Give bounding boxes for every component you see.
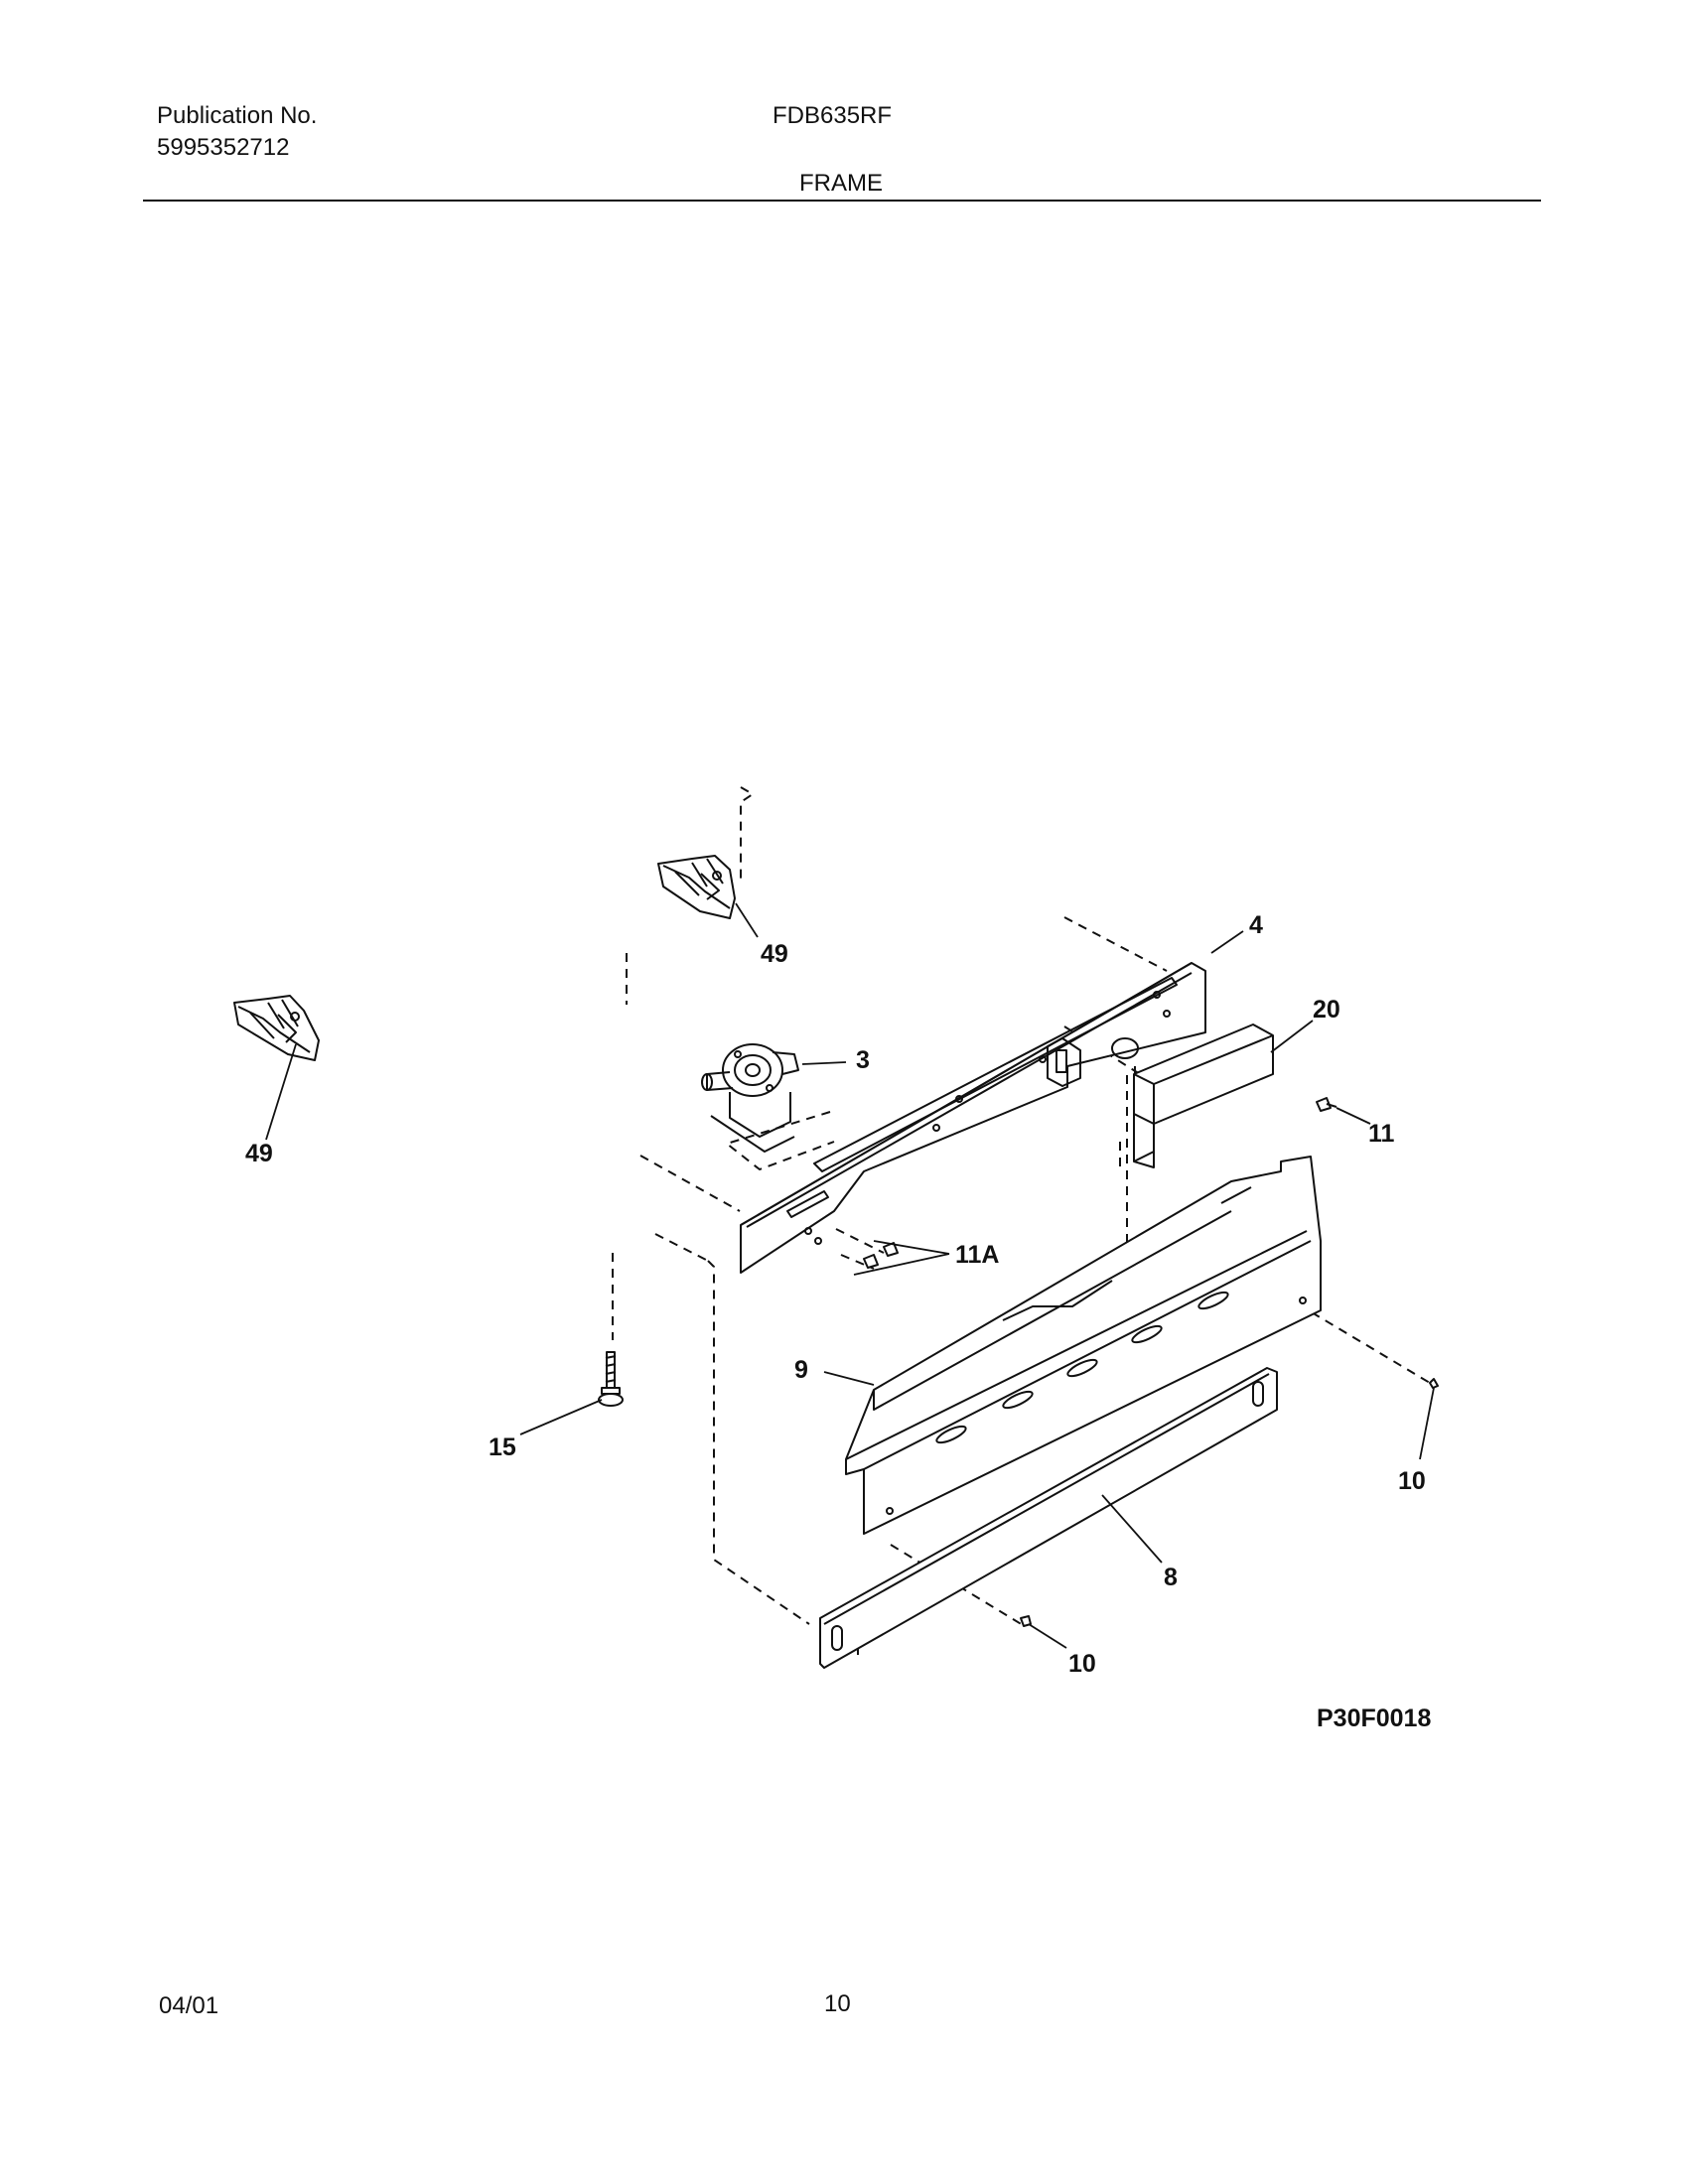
callout-leader-lines bbox=[265, 902, 1435, 1649]
screws bbox=[863, 1097, 1439, 1627]
part-15-leveling-leg-icon bbox=[598, 1351, 624, 1407]
callout-20: 20 bbox=[1313, 996, 1340, 1024]
callout-11a: 11A bbox=[955, 1241, 999, 1269]
callout-8: 8 bbox=[1164, 1564, 1178, 1591]
model-number: FDB635RF bbox=[773, 102, 893, 129]
callout-10-bottom: 10 bbox=[1068, 1650, 1096, 1678]
callout-10-right: 10 bbox=[1398, 1467, 1426, 1495]
callout-9: 9 bbox=[794, 1356, 808, 1384]
publication-number: 5995352712 bbox=[157, 134, 290, 161]
part-4-front-brace bbox=[740, 962, 1206, 1274]
part-9-panel bbox=[845, 1156, 1322, 1535]
callout-15: 15 bbox=[489, 1433, 516, 1461]
part-20-bracket bbox=[1133, 1024, 1274, 1168]
header-rule bbox=[143, 200, 1541, 202]
figure-code: P30F0018 bbox=[1317, 1705, 1432, 1732]
publication-label: Publication No. bbox=[157, 102, 318, 129]
section-title: FRAME bbox=[799, 170, 883, 197]
callout-3: 3 bbox=[856, 1046, 870, 1074]
callout-4: 4 bbox=[1249, 911, 1263, 939]
callout-49-upper: 49 bbox=[761, 940, 788, 968]
part-49-upper-clip-icon bbox=[657, 855, 736, 919]
footer-date: 04/01 bbox=[159, 1992, 219, 2019]
callout-11: 11 bbox=[1368, 1120, 1395, 1148]
page-number: 10 bbox=[824, 1990, 851, 2017]
part-3-water-valve-icon bbox=[701, 1043, 799, 1153]
part-49-lower-clip-icon bbox=[233, 995, 320, 1061]
part-8-kick-plate bbox=[819, 1367, 1278, 1669]
assembly-guide-lines bbox=[612, 786, 1431, 1655]
callout-49-lower: 49 bbox=[245, 1140, 273, 1167]
